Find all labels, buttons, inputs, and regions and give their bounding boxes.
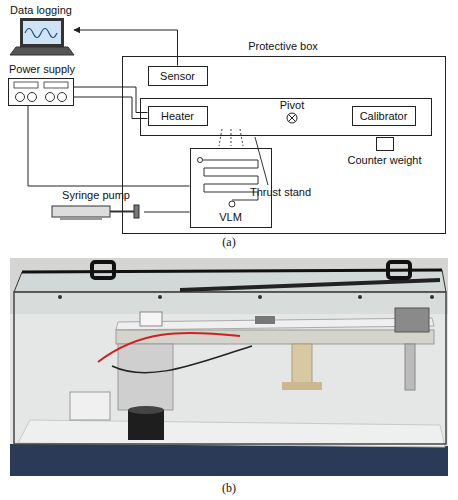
node-label: Counter weight [340, 154, 430, 167]
syringe-barrel [52, 206, 110, 217]
laptop-screen [23, 21, 61, 44]
screw [158, 295, 162, 299]
power-supply-box: Power supply [8, 78, 74, 106]
pivot-base [282, 382, 322, 390]
power-terminal [58, 93, 67, 102]
box-handle [388, 262, 410, 278]
power-terminal [28, 93, 37, 102]
power-terminal [16, 93, 25, 102]
node-label: Thrust stand [231, 186, 331, 199]
signal-waveform [25, 29, 57, 38]
vlm-channel [200, 160, 258, 200]
node-label: Data logging [8, 4, 74, 17]
syringe-pump-unit [70, 392, 110, 420]
vlm-nozzle [229, 201, 235, 207]
node-label: Sensor [149, 70, 207, 83]
heat-marks [219, 129, 243, 146]
screw [430, 295, 434, 299]
wire-connector [74, 87, 148, 113]
syringe-cap [134, 205, 139, 218]
signal-arrow [74, 30, 178, 66]
laptop-node: Data logging [8, 4, 74, 56]
laptop-keyboard [10, 47, 74, 55]
black-cylinder [128, 410, 164, 440]
vlm-box: VLM [190, 148, 272, 228]
black-wire [112, 346, 252, 373]
box-band [180, 280, 440, 290]
subfigure-label: (b) [209, 482, 249, 496]
wire-connector [144, 212, 190, 213]
box-handle [92, 262, 114, 278]
beam-fitting [255, 316, 275, 324]
part-label: Pivot [272, 99, 312, 112]
acrylic-front [14, 292, 446, 444]
screw [58, 295, 62, 299]
node-label: Protective box [223, 40, 343, 53]
sensor-box: Sensor [148, 66, 208, 86]
node-label: Calibrator [353, 110, 415, 123]
calibrator-unit [395, 308, 429, 332]
power-display [44, 82, 68, 88]
leader-line [255, 137, 268, 185]
pump-base [60, 217, 102, 220]
syringe-pump: Syringe pump [48, 192, 144, 218]
pivot-symbol [287, 113, 297, 123]
screw [358, 295, 362, 299]
wire-connector [74, 97, 148, 119]
pivot-support [292, 344, 312, 384]
heater-box: Heater [148, 106, 208, 126]
acrylic-top [14, 270, 446, 292]
red-wire [98, 333, 240, 362]
thrust-beam [116, 330, 434, 344]
power-display [14, 82, 38, 88]
subfigure-label: (a) [209, 236, 249, 250]
node-label: Heater [149, 110, 207, 123]
laptop-screen-frame [20, 18, 64, 47]
box-edge [22, 270, 442, 272]
heater-mount [118, 344, 173, 410]
pivot-cross [289, 115, 296, 122]
screw [258, 295, 262, 299]
node-label: Syringe pump [48, 189, 144, 202]
vlm-holder [140, 312, 162, 326]
vlm-inlet [198, 158, 203, 163]
calibrator-box: Calibrator [352, 106, 416, 126]
cylinder-top [128, 406, 164, 414]
calibrator-post [405, 344, 415, 390]
photo-background [10, 258, 448, 476]
node-label: Power supply [5, 63, 79, 76]
counter-weight: Counter weight [376, 137, 394, 151]
blue-base [10, 444, 448, 476]
power-terminal [46, 93, 55, 102]
protective-box: SensorHeater CalibratorThrust stand Counte… [122, 56, 446, 234]
node-label: VLM [191, 211, 271, 224]
